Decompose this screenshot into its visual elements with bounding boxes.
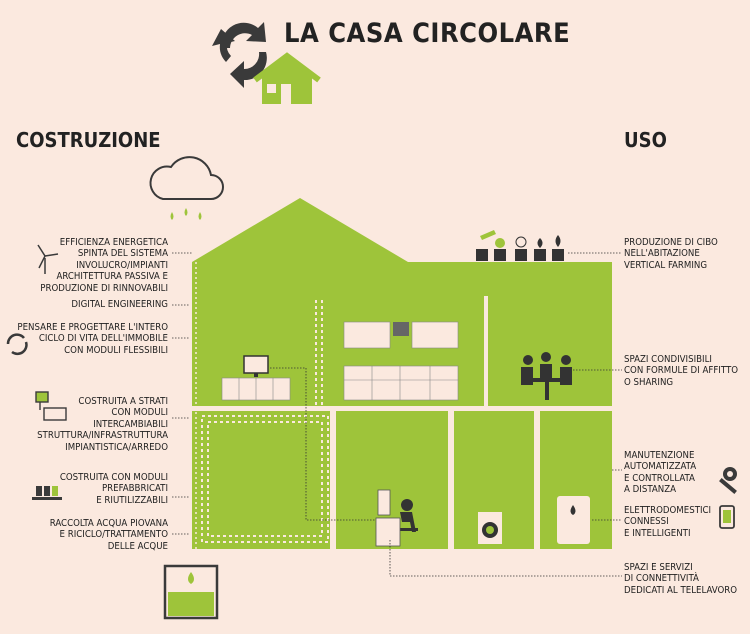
modules-icon (35, 391, 67, 421)
kitchen-icon (343, 321, 459, 401)
recycle-icon (6, 333, 28, 356)
page-title: LA CASA CIRCOLARE (284, 18, 571, 49)
people-table-icon (521, 352, 572, 400)
recycle-arrows-icon (212, 22, 267, 88)
gears-icon (719, 467, 737, 494)
wind-turbine-icon (37, 244, 59, 274)
plants-icon (476, 230, 564, 261)
leader-lines (172, 252, 622, 577)
water-tank-icon (163, 564, 219, 620)
section-costruzione: COSTRUZIONE (16, 128, 161, 152)
conveyor-icon (32, 486, 62, 500)
worker-desk-icon (375, 489, 418, 547)
section-uso: USO (624, 128, 667, 152)
cloud-rain-icon (149, 156, 224, 220)
smartphone-icon (719, 505, 735, 529)
tv-icon (221, 355, 291, 401)
washing-machine-icon (478, 512, 502, 544)
boiler-icon (557, 496, 590, 544)
label-digital-engineering: DIGITAL ENGINEERING (71, 299, 168, 310)
house-icon (253, 52, 321, 104)
